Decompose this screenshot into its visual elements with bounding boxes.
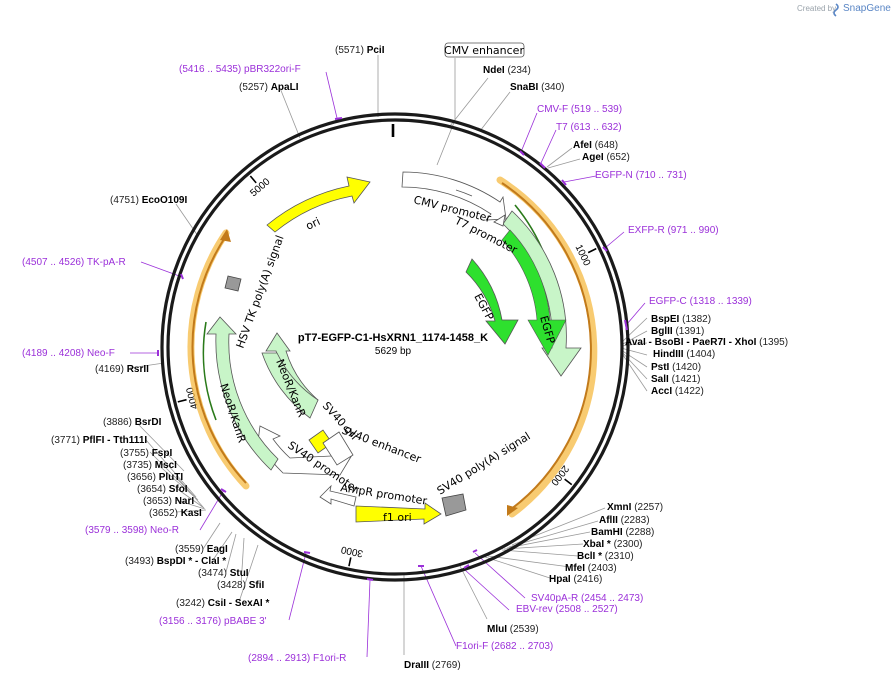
primer-leader-lines [130,71,646,658]
site-xmni: XmnI (2257) [607,502,663,513]
primer-pbr322orif: (5416 .. 5435) pBR322ori-F [179,64,301,75]
site-draiii: DraIII (2769) [404,660,461,671]
site-ecoo109i: (4751) EcoO109I [110,195,187,206]
plasmid-name: pT7-EGFP-C1-HsXRN1_1174-1458_K [298,332,488,344]
site-snabi: SnaBI (340) [510,82,564,93]
cmv-enhancer-arc [455,189,473,197]
neor-inner-body [261,352,319,419]
feature-sv40-enhancer: SV40 enhancer [340,424,423,466]
restriction-sites: (5571) PciI NdeI (234) SnaBI (340) AfeI (64… [51,45,788,671]
feature-f1-ori: f1 ori [383,511,412,524]
site-bspdi: (3493) BspDI * - ClaI * [125,556,226,567]
site-bcli: BclI * (2310) [577,551,634,562]
tick-1 [587,247,597,254]
credit-prefix: Created by [797,4,836,13]
site-nari: (3653) NarI [143,496,194,507]
cmv-enhancer-box [444,42,525,58]
leader-lines [129,55,648,655]
primer-ebvrev: EBV-rev (2508 .. 2527) [516,604,618,615]
plasmid-length: 5629 bp [375,346,412,357]
credit-brand: SnapGene [843,3,891,14]
t7-promoter-arrow [493,214,506,227]
primer-neor: (3579 .. 3598) Neo-R [85,525,179,536]
site-msci: (3735) MscI [123,460,177,471]
site-mfei: MfeI (2403) [565,563,617,574]
tick-5 [249,175,257,184]
primer-labels: (5416 .. 5435) pBR322ori-F CMV-F (519 .. … [22,64,752,664]
tick-3 [348,557,352,567]
primer-marks [157,117,628,581]
snapgene-logo-icon [833,3,839,17]
cmv-promoter-arrow [401,171,507,221]
hsv-tk-polya-box [224,275,242,292]
site-sali: SalI (1421) [651,374,700,385]
site-pcii: (5571) PciI [335,45,385,56]
egfp-outer-cds [501,229,567,356]
site-hindiii: HindIII (1404) [653,349,715,360]
primer-tkpar: (4507 .. 4526) TK-pA-R [22,257,126,268]
site-apali: (5257) ApaLI [239,82,299,93]
site-bglii: BglII (1391) [651,326,704,337]
feature-ori: ori [304,215,322,233]
site-sfii: (3428) SfiI [217,580,264,591]
backbone-outer [160,112,630,582]
site-mlui: MluI (2539) [487,624,539,635]
ori-arrow [266,176,371,233]
primer-pbabe3: (3156 .. 3176) pBABE 3' [159,616,267,627]
site-kasi: (3652) KasI [149,508,202,519]
primer-egfpc: EGFP-C (1318 .. 1339) [649,296,752,307]
site-bsrdi: (3886) BsrDI [103,417,162,428]
ampr-promoter-arrow [319,484,357,507]
primer-sv40par: SV40pA-R (2454 .. 2473) [531,593,643,604]
site-ndei: NdeI (234) [483,65,531,76]
primer-exfpr: EXFP-R (971 .. 990) [628,225,719,236]
feature-sv40-polya: SV40 poly(A) signal [435,430,533,498]
site-xbai: XbaI * (2300) [583,539,642,550]
sv40-polya-box [441,493,467,517]
primer-egfpn: EGFP-N (710 .. 731) [595,170,687,181]
site-fspi: (3755) FspI [120,448,172,459]
f1-ori-arrow [355,502,442,525]
site-psti: PstI (1420) [651,362,701,373]
primer-f1orir: (2894 .. 2913) F1ori-R [248,653,346,664]
site-hpai: HpaI (2416) [549,574,602,585]
neor-orange-arrowhead [220,229,231,242]
site-avai: AvaI - BsoBI - PaeR7I - XhoI (1395) [625,337,788,348]
site-acci: AccI (1422) [651,386,704,397]
site-bamhi: BamHI (2288) [591,527,654,538]
tick-2 [564,478,573,486]
cds-outline-arrows [191,182,592,511]
tick-marks [177,175,597,567]
site-rsrii: (4169) RsrII [95,364,149,375]
highlight-egfp [496,176,598,518]
tick-4 [177,398,187,403]
site-csii: (3242) CsiI - SexAI * [176,598,269,609]
primer-t7: T7 (613 .. 632) [556,122,622,133]
tick-label-5: 5000 [248,176,272,199]
site-pluti: (3656) PluTI [127,472,183,483]
primer-cmvf: CMV-F (519 .. 539) [537,104,622,115]
tick-label-3: 3000 [340,543,364,558]
neor-outer-cds [206,316,279,471]
site-eagi: (3559) EagI [175,544,228,555]
highlight-neor [187,229,250,490]
credit: Created by SnapGene [797,3,891,17]
feature-hsv-tk-polya: HSV TK poly(A) signal [234,234,287,350]
site-stui: (3474) StuI [198,568,249,579]
site-aflii: AflII (2283) [599,515,650,526]
primer-f1orif: F1ori-F (2682 .. 2703) [456,641,553,652]
egfp-orange-arrowhead [507,505,518,516]
feature-cmv-enhancer: CMV enhancer [444,44,524,57]
primer-neof: (4189 .. 4208) Neo-F [22,348,115,359]
site-sfoi: (3654) SfoI [137,484,188,495]
egfp-inner-cds [465,258,519,345]
site-bspei: BspEI (1382) [651,314,711,325]
sv40-enhancer-box [322,431,354,466]
highlight-bands [187,176,598,518]
site-afei: AfeI (648) [573,140,618,151]
backbone-inner [166,118,624,576]
site-pflfi: (3771) PflFI - Tth111I [51,435,147,446]
site-agei: AgeI (652) [582,152,630,163]
